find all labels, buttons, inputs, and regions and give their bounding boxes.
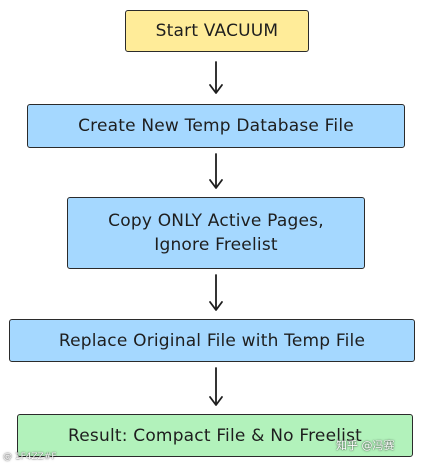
watermark-left: @ 1F4ZZ#F — [3, 452, 57, 462]
watermark-zhihu: 知乎 @冯赛 — [336, 439, 395, 452]
arrow-copy-to-replace — [209, 274, 223, 311]
step-copy-active-pages: Copy ONLY Active Pages, Ignore Freelist — [67, 197, 365, 269]
step-start-vacuum-label: Start VACUUM — [155, 21, 279, 41]
step-copy-active-pages-line-2: Ignore Freelist — [154, 235, 278, 255]
step-copy-active-pages-line-1: Copy ONLY Active Pages, — [108, 211, 324, 231]
arrow-create-to-copy — [209, 153, 223, 189]
step-replace-original-file-label: Replace Original File with Temp File — [58, 330, 366, 351]
step-result: Result: Compact File & No Freelist — [17, 414, 413, 457]
step-result-label: Result: Compact File & No Freelist — [68, 425, 362, 446]
step-replace-original-file: Replace Original File with Temp File — [9, 319, 415, 362]
arrow-replace-to-result — [209, 367, 223, 406]
step-start-vacuum: Start VACUUM — [125, 10, 309, 52]
arrow-start-to-create — [209, 61, 223, 94]
step-create-temp-file-label: Create New Temp Database File — [78, 116, 354, 136]
step-create-temp-file: Create New Temp Database File — [27, 104, 405, 148]
